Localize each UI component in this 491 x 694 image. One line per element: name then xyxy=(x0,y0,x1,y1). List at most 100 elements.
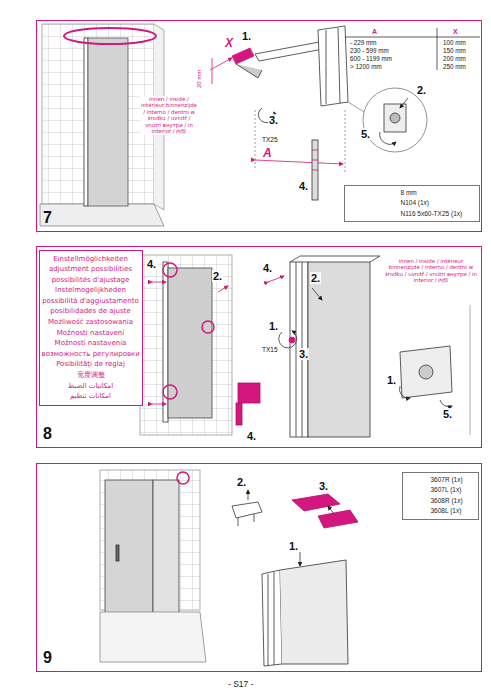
callout-number: 5. xyxy=(360,128,371,140)
table-cell: - 229 mm xyxy=(350,39,377,46)
drawing-part xyxy=(279,331,297,348)
drawing-part xyxy=(88,38,128,206)
dimension-label: A xyxy=(262,146,273,160)
drawing-part xyxy=(318,26,348,106)
drawing-part xyxy=(255,160,343,164)
drawing-part xyxy=(152,282,166,283)
dimension-label: TX25 xyxy=(262,136,278,143)
drawing-part xyxy=(400,98,408,108)
drawing-part xyxy=(363,88,427,152)
table-cell: 250 mm xyxy=(443,63,466,70)
drawing-part xyxy=(84,38,88,206)
box-text: possibilités d'ajustage xyxy=(42,275,140,286)
drawing-part xyxy=(400,346,452,398)
box-text: Einstellmöglichkeiten xyxy=(42,254,140,265)
callout-number: 1. xyxy=(288,540,299,552)
dimension-label: X xyxy=(224,36,234,50)
side-note: innen / inside / intérieur binnenzijde /… xyxy=(140,96,198,135)
callout-number: 1. xyxy=(268,320,279,332)
table-cell: 230 - 599 mm xyxy=(350,47,389,54)
table-cell: A xyxy=(372,28,377,35)
table-cell: 200 mm xyxy=(443,55,466,62)
page-number: - S17 - xyxy=(228,679,254,689)
box-text: امكانات تنظيم xyxy=(42,391,140,402)
box-text: возможность регулировки xyxy=(42,349,140,360)
drawing-part xyxy=(177,472,189,484)
box-text: Možnosti nastavenia xyxy=(42,338,140,349)
drawing-part xyxy=(210,58,232,70)
drawing-part xyxy=(308,262,370,437)
box-text: 3608L (1x) xyxy=(431,506,474,517)
callout-number: 3. xyxy=(268,114,279,126)
drawing-part xyxy=(236,403,242,425)
drawing-part xyxy=(248,490,249,500)
callout-number: 2. xyxy=(236,476,247,488)
drawing-part xyxy=(238,383,260,403)
callout-number: 4. xyxy=(246,430,257,442)
drawing-part xyxy=(218,286,228,292)
box-text: 3607L (1x) xyxy=(431,485,474,496)
box-text: امكانيات الضبط xyxy=(42,381,140,392)
drawing-part xyxy=(440,400,452,407)
box-text: 宽度调整 xyxy=(42,370,140,381)
drawing-part xyxy=(100,612,206,662)
callout-number: 1. xyxy=(386,374,397,386)
drawing-part xyxy=(163,385,177,399)
drawing-part xyxy=(168,268,212,418)
drawing-part xyxy=(116,545,119,561)
box-text: posibilidades de ajuste xyxy=(42,306,140,317)
drawing-part xyxy=(380,132,396,144)
step-number: 9 xyxy=(43,649,52,667)
box-text: Posibilităţi de reglaj xyxy=(42,359,140,370)
parts-box: 8 mmN104 (1x)N116 5x60-TX25 (1x) xyxy=(344,185,480,223)
drawing-part xyxy=(232,502,262,518)
callout-number: 2. xyxy=(416,84,427,96)
drawing-part xyxy=(312,150,318,170)
drawing-part xyxy=(212,58,213,84)
box-text: Možnosti nastavení xyxy=(42,328,140,339)
box-text: 3608R (1x) xyxy=(431,496,474,507)
table-cell: 100 mm xyxy=(443,39,466,46)
step-number: 7 xyxy=(43,209,52,227)
drawing-part xyxy=(255,110,345,172)
adjustment-list: Einstellmöglichkeitenadjustment possibil… xyxy=(39,250,143,406)
drawing-part xyxy=(318,510,358,528)
drawing-part xyxy=(262,570,282,666)
drawing-part xyxy=(399,386,410,398)
box-text: Możliwość zastosowania xyxy=(42,317,140,328)
callout-number: 2. xyxy=(212,270,223,282)
box-text: N116 5x60-TX25 (1x) xyxy=(401,209,475,220)
drawing-part xyxy=(238,514,254,526)
table-cell: 600 - 1199 mm xyxy=(350,55,392,62)
table-cell: X xyxy=(453,28,458,35)
side-note: innen / inside / intérieur binnenzijde /… xyxy=(384,258,478,284)
drawing-part xyxy=(268,276,284,282)
callout-number: 4. xyxy=(298,180,309,192)
box-text: possibilità d'aggiustamento xyxy=(42,296,140,307)
drawing-part xyxy=(300,552,301,566)
step-panel: 7 8 mmN104 (1x)N116 5x60-TX25 (1x) xyxy=(36,20,482,232)
callout-number: 5. xyxy=(442,408,453,420)
drawing-part xyxy=(64,28,156,44)
callout-number: 3. xyxy=(298,348,309,360)
drawing-part xyxy=(326,28,340,104)
drawing-part xyxy=(236,64,262,78)
box-text: 8 mm xyxy=(401,188,475,199)
callout-number: 1. xyxy=(241,30,252,42)
drawing-part xyxy=(312,140,318,200)
drawing-part xyxy=(289,337,295,343)
callout-number: 4. xyxy=(146,258,157,270)
drawing-part xyxy=(280,560,348,664)
drawing-part xyxy=(312,288,322,300)
box-text: adjustment possibilities xyxy=(42,264,140,275)
drawing-part xyxy=(328,506,334,514)
dimension-label: TX15 xyxy=(262,346,278,353)
step-7-drawing xyxy=(40,24,480,226)
drawing-part xyxy=(163,263,177,277)
callout-number: 2. xyxy=(310,272,321,284)
drawing-part xyxy=(152,404,166,405)
drawing-part xyxy=(348,102,364,112)
drawing-part xyxy=(202,321,214,333)
table-cell: > 1200 mm xyxy=(350,63,382,70)
